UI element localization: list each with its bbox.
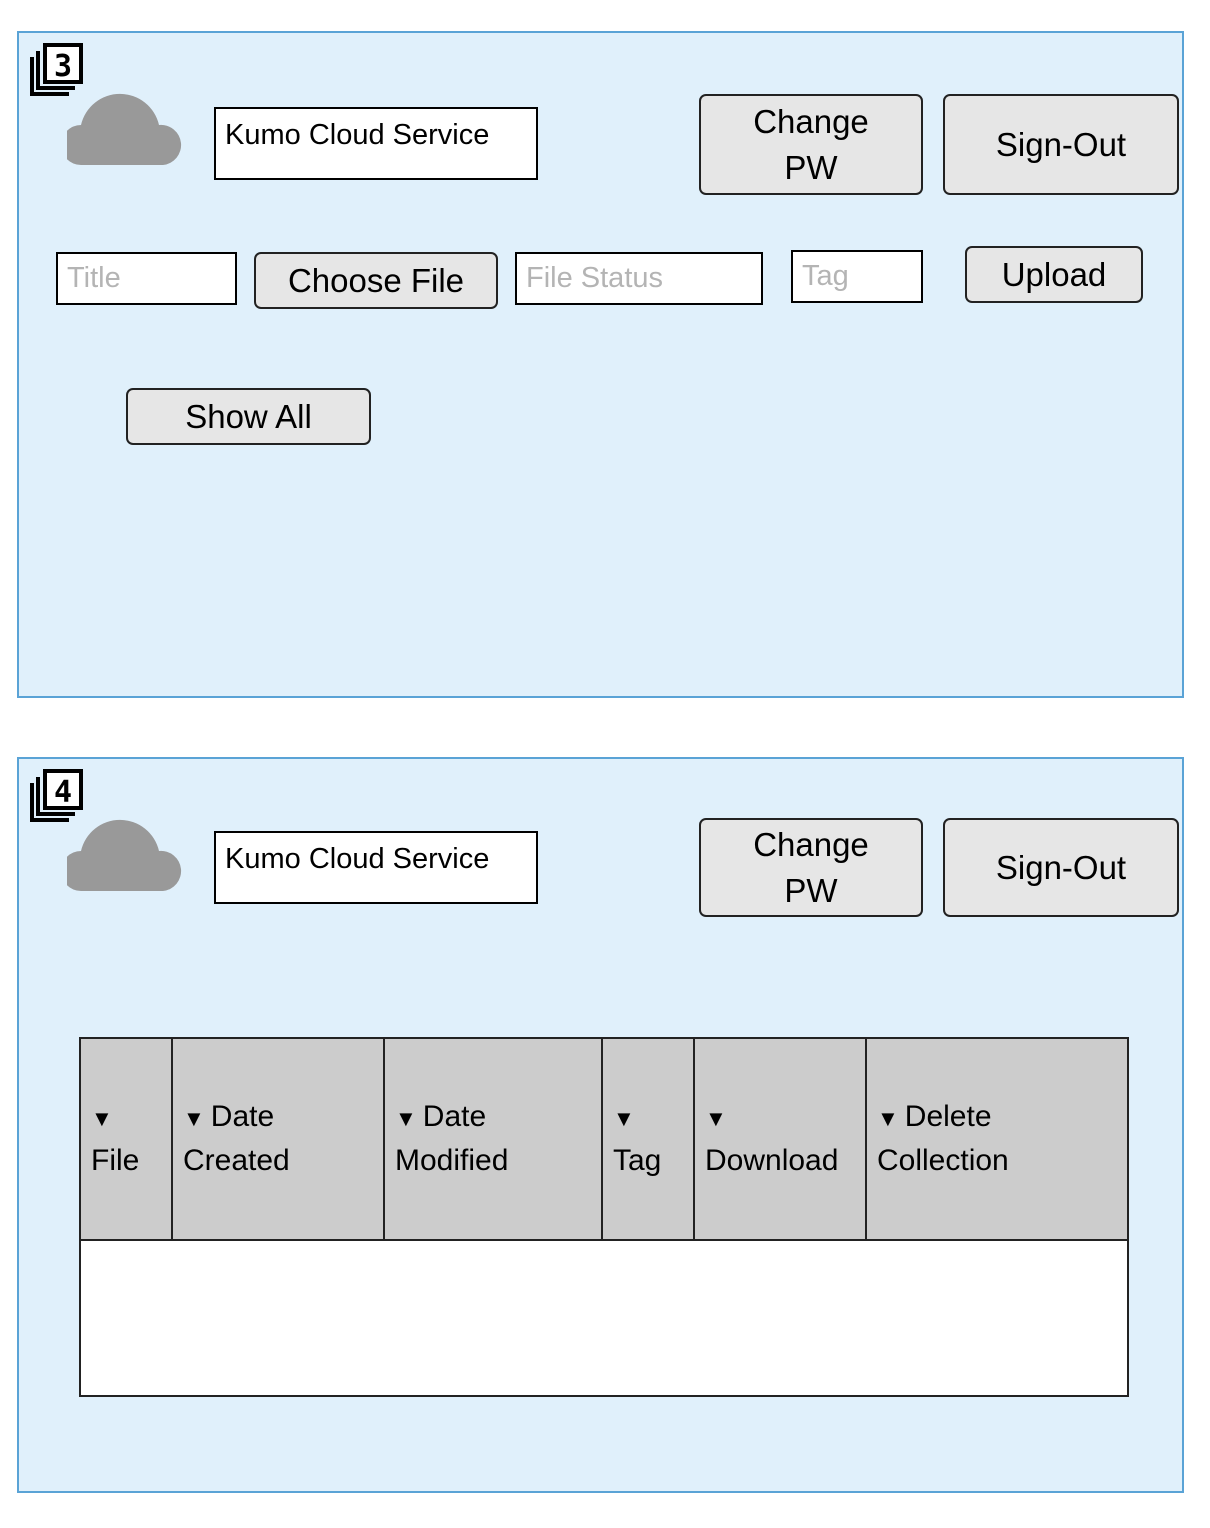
frame-number-icon: 3 bbox=[30, 43, 83, 96]
sort-arrow-icon: ▼ bbox=[91, 1106, 113, 1131]
frame-number: 4 bbox=[54, 775, 72, 810]
column-header-line2: Modified bbox=[395, 1144, 509, 1177]
files-table: ▼ File ▼Date Created ▼Date Modified ▼ Ta… bbox=[79, 1037, 1129, 1397]
column-header-delete-collection[interactable]: ▼Delete Collection bbox=[865, 1037, 1129, 1241]
change-password-label-line1: Change bbox=[753, 102, 869, 140]
wireframe-screen-3: 3 Kumo Cloud Service Change PW Sign-Out … bbox=[17, 31, 1184, 698]
tag-input[interactable] bbox=[791, 250, 923, 303]
sign-out-button[interactable]: Sign-Out bbox=[943, 818, 1179, 917]
column-header-tag[interactable]: ▼ Tag bbox=[601, 1037, 695, 1241]
sort-arrow-icon: ▼ bbox=[877, 1106, 899, 1131]
change-password-button[interactable]: Change PW bbox=[699, 94, 923, 195]
choose-file-button[interactable]: Choose File bbox=[254, 252, 498, 309]
title-input[interactable] bbox=[56, 252, 237, 305]
frame-number-icon: 4 bbox=[30, 769, 83, 822]
table-body-area bbox=[79, 1239, 1129, 1397]
change-password-label-line2: PW bbox=[784, 148, 838, 186]
column-header-line1: Date bbox=[210, 1100, 275, 1133]
column-header-line2: Download bbox=[705, 1144, 839, 1177]
change-password-label-line1: Change bbox=[753, 825, 869, 863]
upload-button[interactable]: Upload bbox=[965, 246, 1143, 303]
sort-arrow-icon: ▼ bbox=[705, 1106, 727, 1131]
column-header-line1: Date bbox=[422, 1100, 487, 1133]
sort-arrow-icon: ▼ bbox=[395, 1106, 417, 1131]
column-header-file[interactable]: ▼ File bbox=[79, 1037, 173, 1241]
column-header-line2: File bbox=[91, 1144, 140, 1177]
column-header-line2: Tag bbox=[613, 1144, 662, 1177]
cloud-logo-icon bbox=[67, 93, 182, 165]
show-all-button[interactable]: Show All bbox=[126, 388, 371, 445]
app-title: Kumo Cloud Service bbox=[214, 107, 538, 180]
change-password-label-line2: PW bbox=[784, 871, 838, 909]
column-header-date-created[interactable]: ▼Date Created bbox=[171, 1037, 385, 1241]
cloud-logo-icon bbox=[67, 819, 182, 891]
column-header-line2: Created bbox=[183, 1144, 290, 1177]
table-body-empty bbox=[79, 1239, 1129, 1397]
wireframe-screen-4: 4 Kumo Cloud Service Change PW Sign-Out … bbox=[17, 757, 1184, 1493]
frame-number: 3 bbox=[54, 49, 72, 84]
table-header-row: ▼ File ▼Date Created ▼Date Modified ▼ Ta… bbox=[79, 1037, 1129, 1241]
sort-arrow-icon: ▼ bbox=[183, 1106, 205, 1131]
column-header-download[interactable]: ▼ Download bbox=[693, 1037, 867, 1241]
sign-out-button[interactable]: Sign-Out bbox=[943, 94, 1179, 195]
change-password-button[interactable]: Change PW bbox=[699, 818, 923, 917]
column-header-line1: Delete bbox=[904, 1100, 992, 1133]
app-title: Kumo Cloud Service bbox=[214, 831, 538, 904]
column-header-line2: Collection bbox=[877, 1144, 1009, 1177]
file-status-field[interactable] bbox=[515, 252, 763, 305]
sort-arrow-icon: ▼ bbox=[613, 1106, 635, 1131]
column-header-date-modified[interactable]: ▼Date Modified bbox=[383, 1037, 603, 1241]
